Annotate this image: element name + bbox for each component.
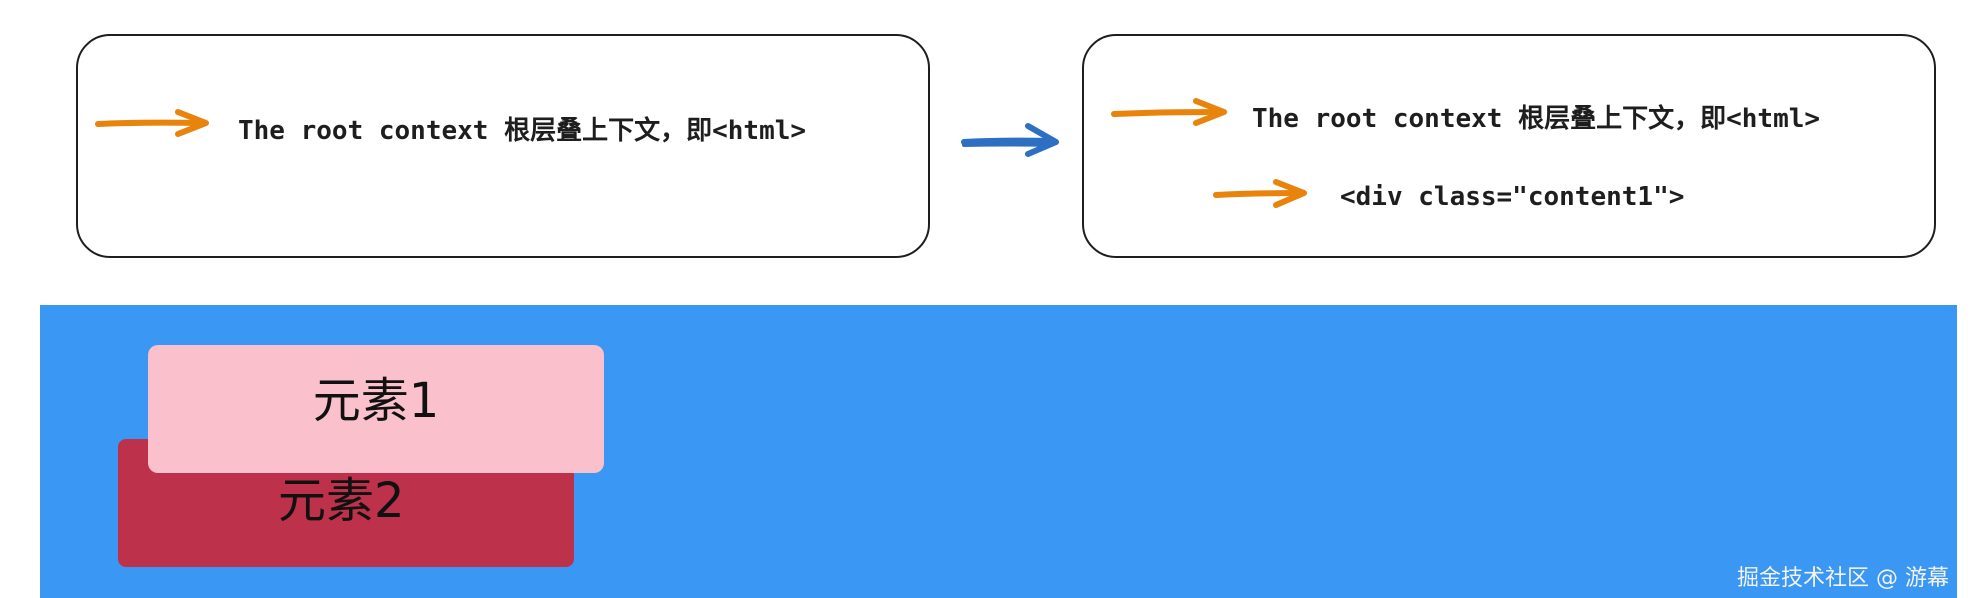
element-1-box: 元素1 xyxy=(148,345,604,473)
root-context-label: The root context 根层叠上下文，即<html> xyxy=(1252,104,1821,134)
orange-pointer-arrow-icon xyxy=(95,109,209,137)
content1-div-label: <div class="content1"> xyxy=(1340,182,1685,212)
element-1-label: 元素1 xyxy=(312,373,440,429)
stacking-stage: 元素2 元素1 掘金技术社区 @ 游幕 xyxy=(40,305,1957,598)
orange-pointer-arrow-icon xyxy=(1111,98,1227,126)
transition-arrow-icon xyxy=(961,123,1059,157)
watermark: 掘金技术社区 @ 游幕 xyxy=(1737,566,1949,591)
element-2-label: 元素2 xyxy=(278,473,405,529)
root-context-label: The root context 根层叠上下文，即<html> xyxy=(238,116,807,146)
root-context-box-before xyxy=(76,34,930,258)
orange-pointer-arrow-icon xyxy=(1213,179,1307,208)
root-context-box-after xyxy=(1082,34,1936,258)
